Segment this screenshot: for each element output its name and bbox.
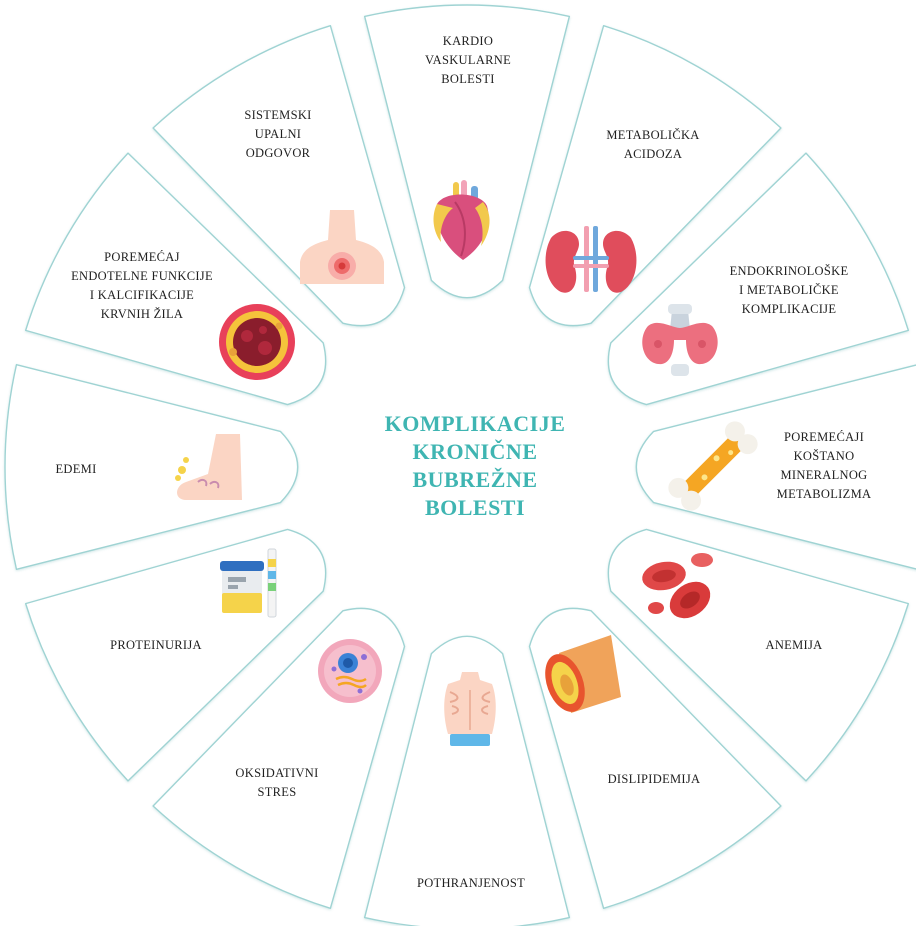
title-line: KRONIČNE [412, 439, 538, 464]
label-line: BOLESTI [441, 72, 495, 86]
label-edemi: EDEMI [46, 460, 106, 479]
label-line: POREMEĆAJI [783, 430, 865, 444]
label-line: POTHRANJENOST [416, 876, 526, 890]
label-line: STRES [257, 785, 297, 799]
urine-test-icon [220, 548, 277, 618]
label-line: UPALNI [254, 127, 302, 141]
segment-edemi [4, 363, 299, 571]
label-pothranjenost: POTHRANJENOST [406, 874, 536, 893]
inflamed-neck-icon [300, 210, 384, 284]
label-kardio: KARDIO VASKULARNE BOLESTI [418, 32, 518, 89]
red-blood-cells-icon [642, 553, 713, 619]
label-proteinurija: PROTEINURIJA [96, 636, 216, 655]
label-endotel: POREMEĆAJ ENDOTELNE FUNKCIJE I KALCIFIKA… [62, 248, 222, 324]
label-line: METABOLIČKA [606, 128, 700, 142]
title-line: BUBREŽNE [412, 467, 538, 492]
label-line: METABOLIZMA [776, 487, 872, 501]
label-line: ANEMIJA [765, 638, 823, 652]
cell-icon [318, 639, 382, 703]
label-line: KOŠTANO [793, 449, 855, 463]
label-line: ENDOKRINOLOŠKE [729, 264, 849, 278]
swollen-foot-icon [175, 434, 242, 500]
label-anemija: ANEMIJA [744, 636, 844, 655]
segment-acidoza [528, 24, 782, 327]
label-line: OKSIDATIVNI [235, 766, 319, 780]
label-acidoza: METABOLIČKA ACIDOZA [598, 126, 708, 164]
thin-torso-icon [444, 672, 496, 746]
label-line: I METABOLIČKE [739, 283, 839, 297]
label-line: DISLIPIDEMIJA [607, 772, 701, 786]
segment-kardio [363, 4, 571, 299]
label-line: ACIDOZA [623, 147, 683, 161]
label-line: VASKULARNE [424, 53, 512, 67]
label-line: EDEMI [55, 462, 97, 476]
label-oksidativni: OKSIDATIVNI STRES [222, 764, 332, 802]
label-line: SISTEMSKI [244, 108, 312, 122]
diagram-title: KOMPLIKACIJE KRONIČNE BUBREŽNE BOLESTI [350, 410, 600, 522]
label-line: POREMEĆAJ [104, 250, 180, 264]
label-line: KARDIO [442, 34, 494, 48]
segment-pothranjenost [363, 635, 571, 926]
kidneys-icon [545, 226, 637, 293]
label-line: PROTEINURIJA [110, 638, 202, 652]
segment-kost [635, 364, 916, 570]
segment-endokrin [607, 152, 910, 406]
heart-icon [433, 180, 490, 260]
label-line: KRVNIH ŽILA [100, 307, 184, 321]
label-line: MINERALNOG [780, 468, 868, 482]
label-line: KOMPLIKACIJE [741, 302, 837, 316]
bone-icon [668, 421, 758, 511]
label-line: ENDOTELNE FUNKCIJE [71, 269, 213, 283]
label-dislipidemija: DISLIPIDEMIJA [594, 770, 714, 789]
label-upalni: SISTEMSKI UPALNI ODGOVOR [228, 106, 328, 163]
label-endokrin: ENDOKRINOLOŠKE I METABOLIČKE KOMPLIKACIJ… [714, 262, 864, 319]
label-line: I KALCIFIKACIJE [89, 288, 195, 302]
title-line: BOLESTI [424, 495, 526, 520]
thyroid-icon [642, 304, 718, 376]
vessel-cross-section-icon [219, 304, 295, 380]
label-kost: POREMEĆAJI KOŠTANO MINERALNOG METABOLIZM… [764, 428, 884, 504]
label-line: ODGOVOR [245, 146, 311, 160]
title-line: KOMPLIKACIJE [384, 411, 566, 436]
clogged-artery-icon [545, 635, 621, 713]
